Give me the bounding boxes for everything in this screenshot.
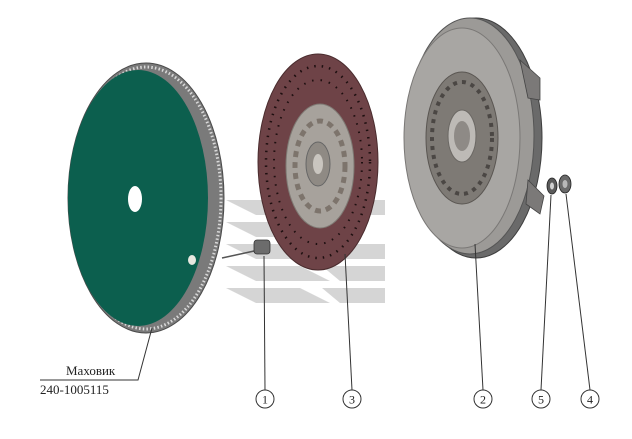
leader-5 (540, 194, 552, 391)
nut (558, 174, 572, 194)
leader-1 (263, 255, 266, 391)
callout-2-label: 2 (480, 393, 486, 407)
flywheel-bolt-hole (188, 255, 196, 265)
callout-3: 3 (342, 389, 362, 409)
flywheel-part-number: 240-1005115 (40, 382, 109, 397)
pressure-plate-assembly (403, 17, 545, 259)
flywheel-center-hole (128, 186, 142, 212)
callout-5-label: 5 (538, 393, 544, 407)
leader-lines (40, 193, 591, 391)
callout-4: 4 (580, 389, 600, 409)
disc-damper-springs (292, 118, 348, 214)
driven-disc (257, 53, 379, 271)
callout-2: 2 (473, 389, 493, 409)
washer (546, 177, 558, 195)
leader-4 (565, 193, 591, 391)
disc-lining-holes (264, 64, 372, 260)
leader-flywheel (40, 327, 153, 381)
callout-4-label: 4 (587, 393, 593, 407)
flywheel-name-label: Маховик (66, 363, 116, 378)
pilot-bushing (221, 239, 271, 259)
leader-3 (344, 253, 353, 391)
flywheel (67, 62, 225, 334)
callout-3-label: 3 (349, 393, 355, 407)
callout-1: 1 (255, 389, 275, 409)
callout-1-label: 1 (262, 393, 268, 407)
callout-5: 5 (531, 389, 551, 409)
leader-2 (474, 243, 484, 391)
